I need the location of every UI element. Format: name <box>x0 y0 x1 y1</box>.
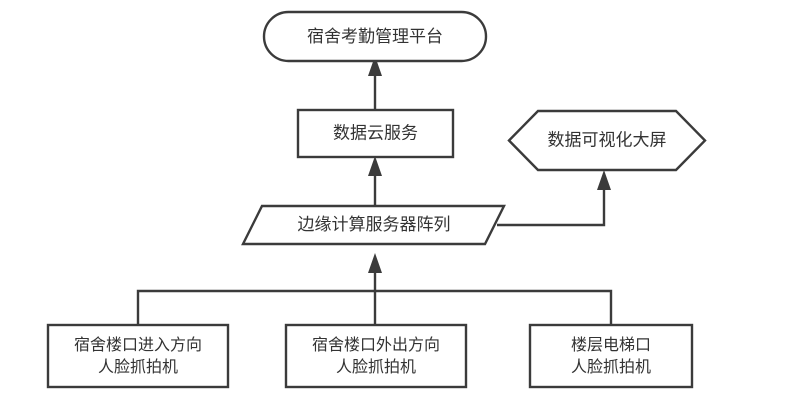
node-camera-entry[interactable]: 宿舍楼口进入方向 人脸抓拍机 <box>46 323 230 389</box>
node-camera-exit-label-line2: 人脸抓拍机 <box>336 358 416 376</box>
node-camera-elevator-shape[interactable] <box>528 323 694 389</box>
edge-line <box>497 185 606 227</box>
node-cloud-service-shape[interactable] <box>296 108 455 159</box>
node-platform[interactable]: 宿舍考勤管理平台 <box>262 10 488 63</box>
node-camera-exit[interactable]: 宿舍楼口外出方向 人脸抓拍机 <box>284 323 468 389</box>
node-camera-entry-label-line2: 人脸抓拍机 <box>98 358 178 376</box>
node-cloud-service[interactable]: 数据云服务 <box>296 108 455 159</box>
node-big-screen-shape[interactable] <box>507 109 707 172</box>
node-camera-elevator-label-line2: 人脸抓拍机 <box>571 358 651 376</box>
arrow-head-icon <box>597 170 611 190</box>
node-cloud-service-label: 数据云服务 <box>333 123 418 142</box>
node-platform-label: 宿舍考勤管理平台 <box>307 27 443 46</box>
arrow-head-icon <box>368 56 382 76</box>
arrow-head-icon <box>368 156 382 176</box>
node-edge-array-label: 边缘计算服务器阵列 <box>298 215 451 234</box>
node-big-screen[interactable]: 数据可视化大屏 <box>507 109 707 172</box>
edge-array-to-bigscreen <box>497 170 611 227</box>
node-edge-array-shape[interactable] <box>241 204 506 246</box>
node-camera-exit-shape[interactable] <box>284 323 468 389</box>
node-camera-entry-label-line1: 宿舍楼口进入方向 <box>74 336 202 354</box>
edge-array-to-cloud <box>368 156 382 206</box>
edge-cloud-to-platform <box>368 56 382 110</box>
node-edge-array[interactable]: 边缘计算服务器阵列 <box>241 204 506 246</box>
node-camera-elevator[interactable]: 楼层电梯口 人脸抓拍机 <box>528 323 694 389</box>
edge-cameras-to-array <box>136 253 613 325</box>
node-camera-elevator-label-line1: 楼层电梯口 <box>571 336 651 354</box>
node-big-screen-label: 数据可视化大屏 <box>548 130 667 149</box>
node-platform-shape[interactable] <box>262 10 488 63</box>
arrow-head-icon <box>368 253 382 273</box>
node-camera-exit-label-line1: 宿舍楼口外出方向 <box>312 336 440 354</box>
node-camera-entry-shape[interactable] <box>46 323 230 389</box>
